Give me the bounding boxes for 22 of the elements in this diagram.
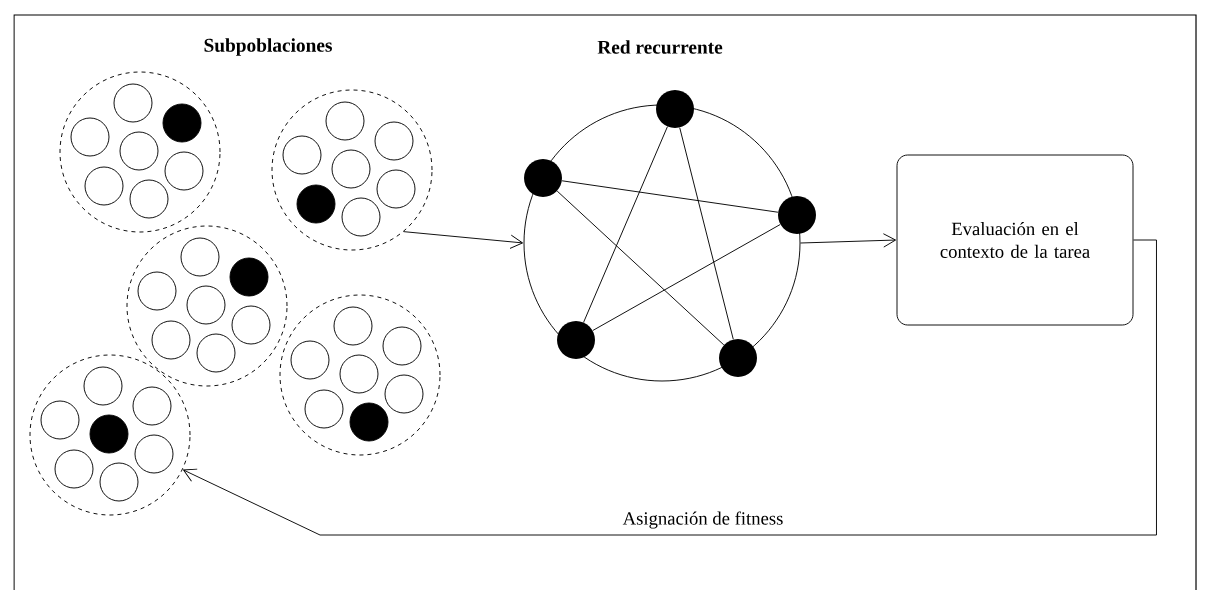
network-dot xyxy=(719,339,757,377)
subpopulation-drawing xyxy=(29,354,191,516)
subpopulation-drawing xyxy=(271,89,433,251)
connector-line xyxy=(556,190,725,346)
heading: Subpoblaciones xyxy=(204,38,332,56)
network-dot xyxy=(524,159,562,197)
arrow xyxy=(183,239,1157,536)
heading: Red recurrente xyxy=(597,40,723,54)
network-dot xyxy=(557,321,595,359)
subpopulation-drawing xyxy=(59,71,221,233)
network-dot xyxy=(778,196,816,234)
arrow xyxy=(403,231,524,249)
edge-label: Asignación de fitness xyxy=(621,510,785,530)
subpopulation-drawing xyxy=(126,225,288,387)
network-dot xyxy=(656,90,694,128)
arrow xyxy=(800,233,897,248)
connector-line xyxy=(561,180,779,213)
subpopulation-drawing xyxy=(279,294,441,456)
process-box: Evaluación en el contexto de la tarea xyxy=(896,154,1134,326)
connector-line xyxy=(679,127,734,340)
connector-line xyxy=(583,126,668,323)
connector-line xyxy=(592,224,781,331)
